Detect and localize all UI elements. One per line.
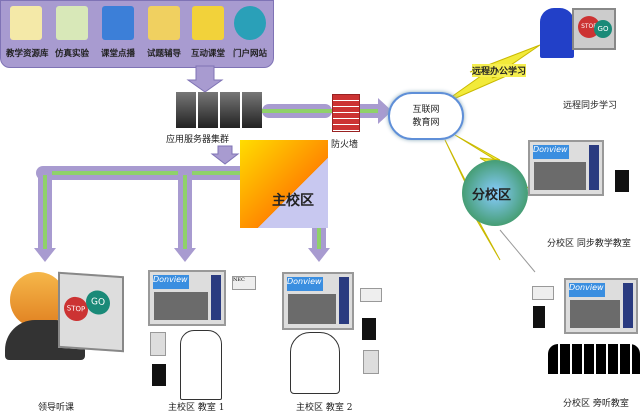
remote-office-label: 远程办公学习 bbox=[472, 64, 527, 77]
people-icon bbox=[192, 6, 224, 40]
video-folder-icon bbox=[102, 6, 134, 40]
leader-label: 领导听课 bbox=[38, 403, 75, 412]
pc-tower-icon bbox=[150, 332, 166, 356]
whiteboard-room1: Donview bbox=[148, 270, 226, 326]
computer-icon: STOP GO bbox=[572, 8, 616, 50]
lab-flask-icon bbox=[56, 6, 88, 40]
remote-sync-label: 远程同步学习 bbox=[563, 101, 618, 111]
speaker-icon bbox=[362, 318, 376, 340]
audience-icon bbox=[548, 344, 640, 374]
room1-label: 主校区 教室 1 bbox=[168, 403, 225, 412]
application-panel: 教学资源库 仿真实验 课堂点播 试题辅导 互动课堂 门户网站 bbox=[0, 0, 274, 68]
branch-globe-icon bbox=[462, 160, 528, 226]
whiteboard-branch-audit: Donview bbox=[564, 278, 638, 334]
leader-avatar-icon bbox=[10, 272, 66, 328]
internet-cloud-icon: 互联网 教育网 bbox=[388, 92, 464, 140]
pc-tower-icon bbox=[363, 350, 379, 374]
pencil-icon bbox=[148, 6, 180, 40]
app-simulation-lab[interactable]: 仿真实验 bbox=[52, 6, 92, 59]
app-interactive-class[interactable]: 互动课堂 bbox=[188, 6, 228, 59]
whiteboard-room2: Donview bbox=[282, 272, 354, 330]
branch-sync-label: 分校区 同步教学教室 bbox=[547, 239, 631, 249]
servers-label: 应用服务器集群 bbox=[166, 135, 230, 145]
branch-audit-label: 分校区 旁听教室 bbox=[563, 399, 629, 409]
main-campus-label: 主校区 bbox=[272, 193, 314, 209]
projector-icon bbox=[360, 288, 382, 302]
app-portal[interactable]: 门户网站 bbox=[230, 6, 270, 59]
firewall-label: 防火墙 bbox=[331, 140, 359, 150]
geometry-icon bbox=[10, 6, 42, 40]
app-resource-library[interactable]: 教学资源库 bbox=[6, 6, 49, 59]
presenter-icon bbox=[290, 332, 340, 394]
branch-label: 分校区 bbox=[472, 188, 512, 203]
speaker-icon bbox=[615, 170, 629, 192]
whiteboard-branch-sync: Donview bbox=[528, 140, 604, 196]
speaker-icon bbox=[152, 364, 166, 386]
arrow-down bbox=[186, 65, 224, 93]
teacher-icon bbox=[180, 330, 222, 400]
laptop-icon: STOP GO bbox=[58, 271, 124, 353]
speaker-icon bbox=[533, 306, 545, 328]
app-video-on-demand[interactable]: 课堂点播 bbox=[98, 6, 138, 59]
projector-icon bbox=[532, 286, 554, 300]
main-campus-building-icon bbox=[240, 140, 328, 228]
remote-learner-icon bbox=[540, 8, 574, 58]
app-exam-tutoring[interactable]: 试题辅导 bbox=[144, 6, 184, 59]
firewall-icon bbox=[332, 94, 360, 132]
portal-icon bbox=[234, 6, 266, 40]
room2-label: 主校区 教室 2 bbox=[296, 403, 353, 412]
arrow-right bbox=[378, 98, 392, 124]
projector-icon: NEC bbox=[232, 276, 256, 290]
